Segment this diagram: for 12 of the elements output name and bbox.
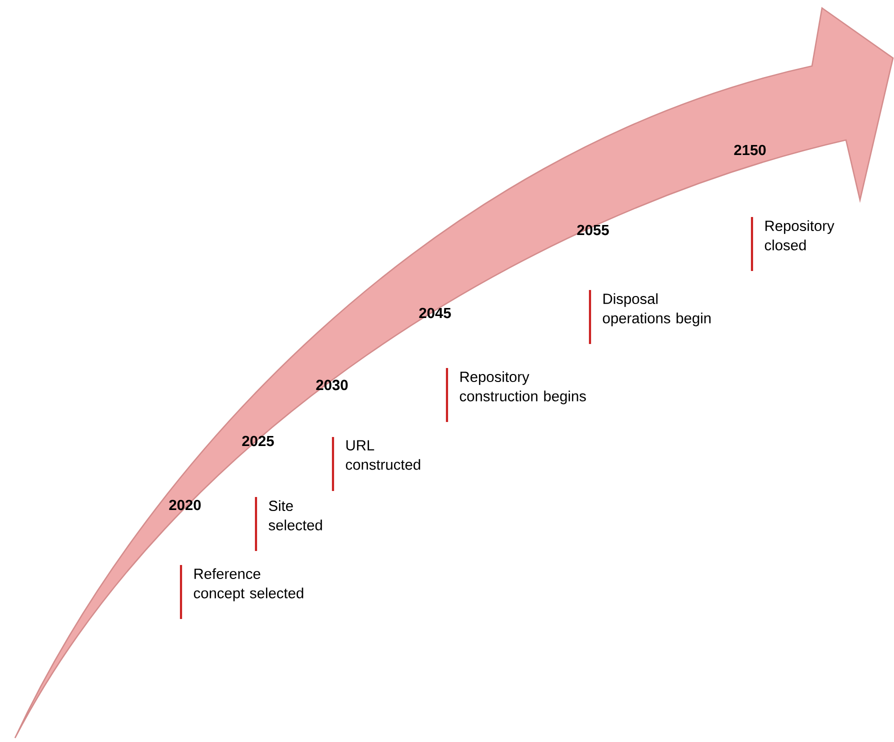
milestone-text: Repository construction begins bbox=[460, 371, 586, 404]
year-label: 2025 bbox=[242, 436, 274, 446]
milestone-text: Site selected bbox=[268, 500, 322, 530]
year-label: 2030 bbox=[316, 380, 348, 390]
milestone-text: Repository closed bbox=[764, 220, 834, 250]
milestone-text: Reference concept selected bbox=[194, 568, 304, 602]
year-label: 2055 bbox=[577, 224, 609, 236]
year-label: 2150 bbox=[734, 144, 766, 156]
milestone-text: URL constructed bbox=[346, 440, 420, 470]
year-label: 2020 bbox=[169, 500, 201, 510]
year-label: 2045 bbox=[419, 308, 451, 318]
milestone-text: Disposal operations begin bbox=[602, 293, 711, 326]
